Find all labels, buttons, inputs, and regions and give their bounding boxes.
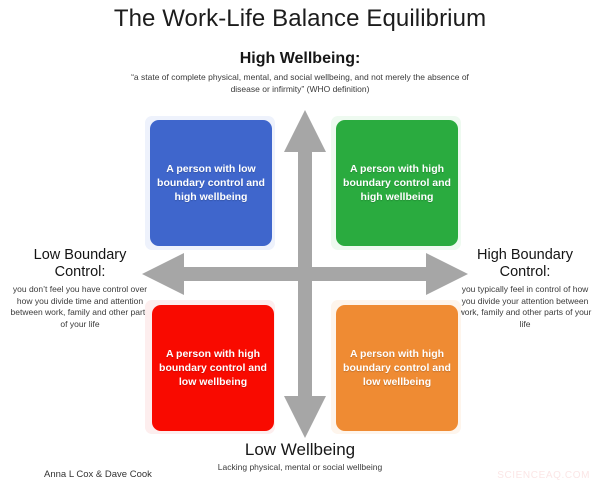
double-arrow-horizontal-icon: [142, 253, 468, 295]
axis-label-bottom: Low Wellbeing Lacking physical, mental o…: [150, 440, 450, 473]
axis-label-right-title: High Boundary Control:: [477, 247, 573, 280]
axis-label-top-description: “a state of complete physical, mental, a…: [131, 72, 469, 94]
axis-label-bottom-description: Lacking physical, mental or social wellb…: [217, 462, 383, 472]
quadrant-bottom-left[interactable]: A person with high boundary control and …: [152, 305, 274, 431]
axis-label-top-title: High Wellbeing:: [239, 50, 361, 67]
axis-label-left-description: you don’t feel you have control over how…: [10, 284, 150, 329]
quadrant-top-left-label: A person with low boundary control and h…: [157, 163, 265, 203]
axis-label-left-title: Low Boundary Control:: [33, 247, 127, 280]
axis-label-left: Low Boundary Control: you don’t feel you…: [10, 247, 150, 330]
watermark: SCIENCEAQ.COM: [497, 470, 590, 481]
author-credit: Anna L Cox & Dave Cook: [44, 469, 152, 480]
axis-label-bottom-title: Low Wellbeing: [244, 440, 356, 459]
quadrant-top-right[interactable]: A person with high boundary control and …: [336, 120, 458, 246]
quadrant-top-left[interactable]: A person with low boundary control and h…: [150, 120, 272, 246]
page-title: The Work-Life Balance Equilibrium: [113, 5, 487, 32]
axis-label-top: High Wellbeing: “a state of complete phy…: [130, 50, 470, 95]
axis-cross: [142, 110, 468, 438]
axis-label-right-description: you typically feel in control of how you…: [458, 284, 592, 329]
quadrant-top-right-label: A person with high boundary control and …: [343, 163, 451, 203]
quadrant-bottom-right[interactable]: A person with high boundary control and …: [336, 305, 458, 431]
quadrant-bottom-left-label: A person with high boundary control and …: [159, 348, 267, 388]
axis-label-right: High Boundary Control: you typically fee…: [455, 247, 595, 330]
quadrant-bottom-right-label: A person with high boundary control and …: [343, 348, 451, 388]
